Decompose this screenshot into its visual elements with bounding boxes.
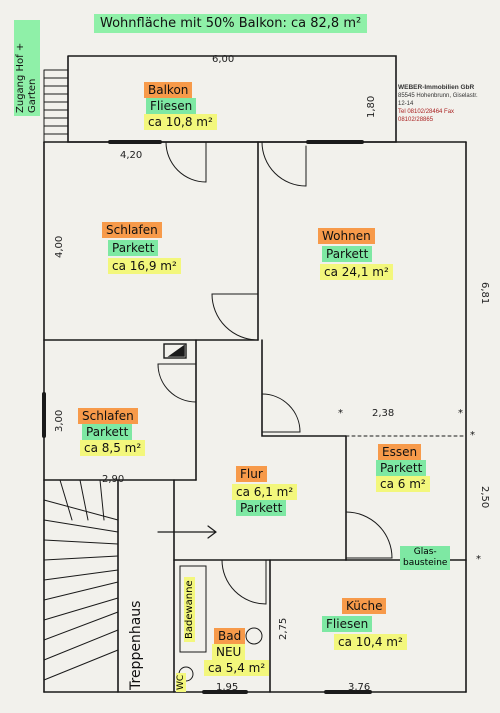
room-name-balkon: Balkon	[144, 82, 193, 98]
room-floor-essen: Parkett	[376, 460, 427, 476]
bathtub-label: Badewanne	[184, 577, 195, 642]
dim-bedroom-width: 4,20	[120, 150, 143, 161]
room-floor-flur: Parkett	[236, 500, 287, 516]
wall-flur-right	[261, 339, 347, 437]
room-floor-bad: NEU	[212, 644, 246, 660]
svg-text:*: *	[458, 408, 463, 419]
room-area-flur: ca 6,1 m²	[232, 484, 298, 500]
room-floor-balkon: Fliesen	[146, 98, 197, 114]
room-name-schlafen2: Schlafen	[78, 408, 138, 424]
glass-blocks-label: Glas- bausteine	[400, 546, 451, 570]
room-name-wohnen: Wohnen	[318, 228, 375, 244]
door-bed2	[157, 363, 197, 403]
dim-living-depth: 6,81	[479, 282, 490, 305]
room-name-schlafen1: Schlafen	[102, 222, 162, 238]
dim-kitchen-width: 3,76	[348, 682, 371, 693]
room-name-flur: Flur	[236, 466, 267, 482]
entrance-label: Zugang Hof + Garten	[14, 20, 40, 116]
door-balcony	[165, 141, 207, 183]
room-name-bad: Bad	[214, 628, 246, 644]
sink	[245, 627, 263, 645]
room-name-kueche: Küche	[342, 598, 387, 614]
page-title: Wohnfläche mit 50% Balkon: ca 82,8 m²	[94, 14, 368, 33]
room-area-bad: ca 5,4 m²	[204, 660, 270, 676]
room-area-wohnen: ca 24,1 m²	[320, 264, 393, 280]
room-area-schlafen1: ca 16,9 m²	[108, 258, 181, 274]
dim-small-bedroom-depth: 3,00	[54, 409, 65, 432]
door-kitchen	[345, 511, 393, 559]
dim-balcony-width: 6,00	[212, 54, 235, 65]
company-address: 85545 Hohenbrunn, Giselastr. 12-14	[398, 93, 478, 107]
dim-dining-depth: 2,50	[479, 486, 490, 509]
stairwell-wall	[117, 479, 175, 693]
company-name: WEBER-Immobilien GbR	[398, 84, 475, 91]
company-box: WEBER-Immobilien GbR 85545 Hohenbrunn, G…	[398, 84, 486, 124]
room-floor-schlafen2: Parkett	[82, 424, 133, 440]
room-floor-schlafen1: Parkett	[108, 240, 159, 256]
entrance-stair	[43, 69, 69, 143]
door-bed1	[211, 293, 259, 341]
dim-bath-depth: 2,75	[278, 617, 289, 640]
room-area-schlafen2: ca 8,5 m²	[80, 440, 146, 456]
svg-text:*: *	[476, 554, 481, 565]
balcony-wall	[67, 55, 397, 143]
room-area-kueche: ca 10,4 m²	[334, 634, 407, 650]
room-area-balkon: ca 10,8 m²	[144, 114, 217, 130]
room-name-essen: Essen	[378, 444, 422, 460]
entry-arrow	[157, 525, 217, 539]
room-area-essen: ca 6 m²	[376, 476, 430, 492]
dim-bath-width: 1,95	[216, 682, 239, 693]
bathtub	[179, 565, 207, 653]
dim-balcony-depth: 1,80	[366, 95, 377, 118]
room-floor-wohnen: Parkett	[322, 246, 373, 262]
svg-text:*: *	[338, 408, 343, 419]
stair-treads	[43, 479, 119, 681]
door-bath	[221, 559, 267, 605]
door-flur-living	[261, 393, 301, 433]
company-contact: Tel 08102/28464 Fax 08102/28865	[398, 109, 455, 123]
dim-dining-width: 2,38	[372, 408, 395, 419]
chimney	[163, 343, 187, 359]
dim-bedroom-depth: 4,00	[54, 235, 65, 258]
stairs-label: Treppenhaus	[128, 600, 144, 690]
svg-text:*: *	[470, 430, 475, 441]
wc-label: WC	[176, 672, 186, 692]
dim-small-bedroom-width: 2,90	[102, 474, 125, 485]
room-floor-kueche: Fliesen	[322, 616, 373, 632]
door-living-top	[261, 141, 307, 187]
